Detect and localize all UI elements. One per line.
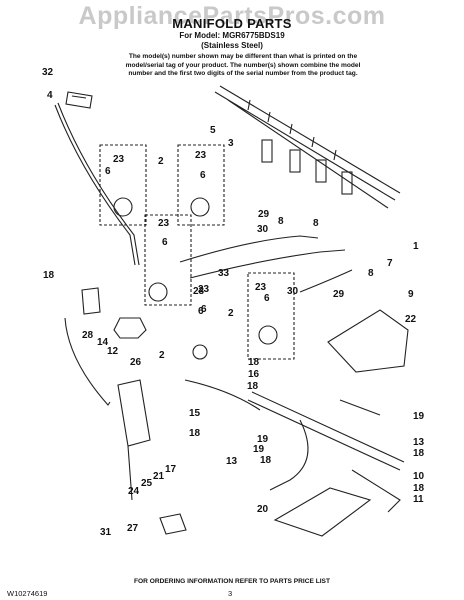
callout-label: 14 bbox=[97, 337, 109, 348]
callout-label: 8 bbox=[368, 268, 374, 279]
page-title: MANIFOLD PARTS bbox=[172, 16, 292, 31]
finish-line: (Stainless Steel) bbox=[201, 41, 263, 50]
callout-label: 19 bbox=[253, 444, 265, 455]
callout-label: 19 bbox=[413, 411, 425, 422]
parts-drawing bbox=[54, 85, 409, 537]
callout-label: 1 bbox=[413, 241, 419, 252]
callout-label: 6 bbox=[162, 237, 168, 248]
callout-label: 11 bbox=[413, 494, 424, 505]
callout-label: 8 bbox=[313, 218, 319, 229]
callout-label: 13 bbox=[226, 456, 238, 467]
callout-label: 30 bbox=[257, 224, 269, 235]
page-number: 3 bbox=[228, 589, 233, 598]
callout-label: 19 bbox=[257, 434, 269, 445]
callout-label: 29 bbox=[333, 289, 345, 300]
callout-label: 12 bbox=[107, 346, 119, 357]
callout-label: 2 bbox=[228, 308, 234, 319]
intro-text: The model(s) number shown may be differe… bbox=[125, 53, 361, 77]
callout-label: 6 bbox=[264, 293, 270, 304]
callout-label: 23 bbox=[198, 284, 210, 295]
callout-label: 21 bbox=[153, 471, 165, 482]
callout-label: 16 bbox=[248, 369, 260, 380]
callout-labels: 32 4 5 3 2 23 6 23 6 23 6 29 8 8 30 1 7 … bbox=[42, 67, 425, 538]
model-info: For Model: MGR6775BDS19 (Stainless Steel… bbox=[0, 31, 464, 51]
callout-label: 23 bbox=[193, 286, 205, 297]
callout-label: 6 bbox=[105, 166, 111, 177]
callout-label: 29 bbox=[258, 209, 270, 220]
callout-label: 8 bbox=[278, 216, 284, 227]
callout-label: 10 bbox=[413, 471, 425, 482]
callout-label: 2 bbox=[159, 350, 165, 361]
callout-label: 17 bbox=[165, 464, 177, 475]
callout-label: 27 bbox=[127, 523, 139, 534]
callout-label: 26 bbox=[130, 357, 142, 368]
callout-label: 18 bbox=[260, 455, 272, 466]
callout-label: 23 bbox=[255, 282, 267, 293]
doc-number: W10274619 bbox=[7, 589, 48, 598]
callout-label: 30 bbox=[287, 286, 299, 297]
callout-label: 9 bbox=[408, 289, 414, 300]
model-line: For Model: MGR6775BDS19 bbox=[179, 31, 285, 40]
callout-label: 18 bbox=[413, 483, 425, 494]
callout-label: 6 bbox=[198, 306, 204, 317]
callout-label: 18 bbox=[247, 381, 259, 392]
callout-label: 24 bbox=[128, 486, 140, 497]
callout-label: 23 bbox=[195, 150, 207, 161]
callout-label: 22 bbox=[405, 314, 417, 325]
callout-label: 32 bbox=[42, 67, 54, 78]
callout-label: 3 bbox=[228, 138, 234, 149]
callout-label: 5 bbox=[210, 125, 216, 136]
callout-label: 7 bbox=[387, 258, 393, 269]
callout-label: 4 bbox=[47, 90, 53, 101]
watermark: AppliancePartsPros.com bbox=[78, 2, 386, 30]
callout-label: 25 bbox=[141, 478, 153, 489]
callout-label: 2 bbox=[158, 156, 164, 167]
callout-label: 18 bbox=[248, 357, 260, 368]
callout-label: 31 bbox=[100, 527, 112, 538]
callout-label: 18 bbox=[189, 428, 201, 439]
callout-label: 18 bbox=[413, 448, 425, 459]
callout-label: 20 bbox=[257, 504, 269, 515]
callout-label: 33 bbox=[218, 268, 230, 279]
callout-label: 6 bbox=[200, 170, 206, 181]
callout-label: 23 bbox=[113, 154, 125, 165]
callout-label: 15 bbox=[189, 408, 201, 419]
callout-label: 18 bbox=[43, 270, 55, 281]
callout-label: 23 bbox=[158, 218, 170, 229]
footer-text: FOR ORDERING INFORMATION REFER TO PARTS … bbox=[134, 578, 330, 585]
callout-label: 28 bbox=[82, 330, 94, 341]
callout-label: 6 bbox=[201, 304, 207, 315]
callout-label: 13 bbox=[413, 437, 425, 448]
